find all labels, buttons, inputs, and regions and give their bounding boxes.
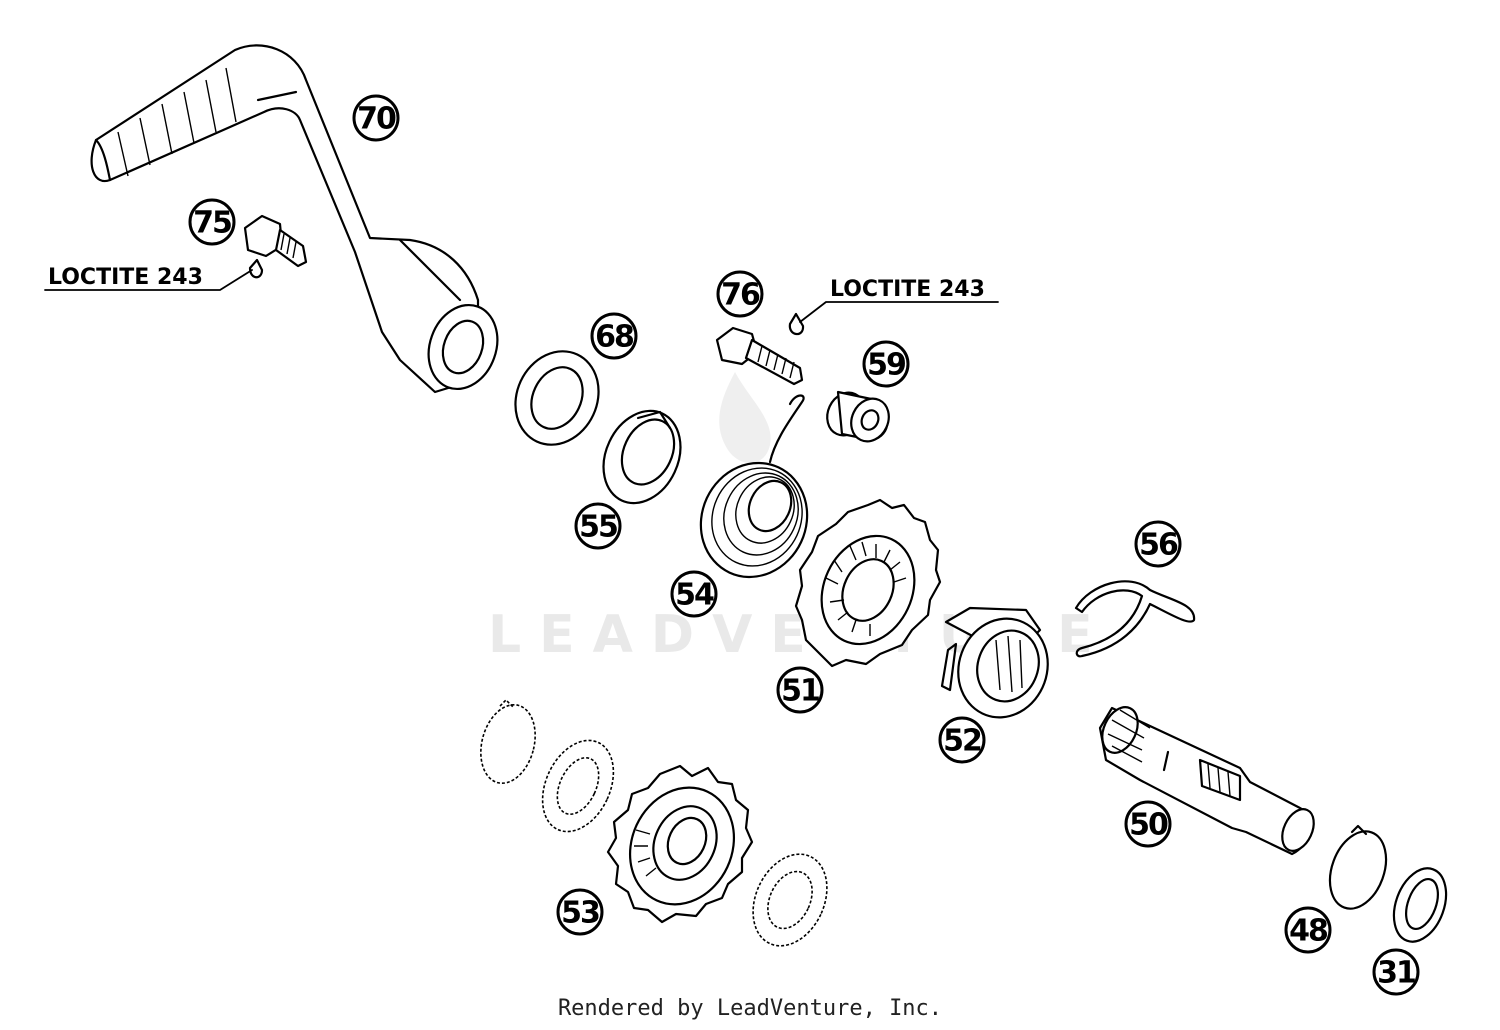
- callout-52[interactable]: 52: [938, 716, 986, 764]
- callout-circle: [574, 502, 622, 550]
- callout-number: 75: [193, 206, 231, 241]
- callout-56[interactable]: 56: [1134, 520, 1182, 568]
- callout-48[interactable]: 48: [1284, 906, 1332, 954]
- callout-circle: [1284, 906, 1332, 954]
- callout-number: 59: [867, 348, 905, 383]
- callout-number: 50: [1129, 808, 1168, 843]
- callout-number: 55: [579, 510, 617, 545]
- callout-circle: [1372, 948, 1420, 996]
- callout-75[interactable]: 75: [188, 198, 236, 246]
- callout-number: 70: [357, 102, 396, 137]
- kickstarter-gear-51[interactable]: [794, 498, 942, 668]
- idler-gear-53[interactable]: [606, 764, 754, 924]
- loctite-note-right: LOCTITE 243: [799, 277, 999, 323]
- callout-number: 31: [1377, 956, 1415, 991]
- callout-circle: [716, 270, 764, 318]
- spacer-55[interactable]: [589, 398, 695, 515]
- callout-number: 56: [1139, 528, 1178, 563]
- callout-51[interactable]: 51: [776, 666, 824, 714]
- callout-circle: [590, 312, 638, 360]
- callout-circle: [188, 198, 236, 246]
- callout-circle: [670, 570, 718, 618]
- circlip-48[interactable]: [1320, 824, 1396, 917]
- callout-70[interactable]: 70: [352, 94, 400, 142]
- callout-circle: [556, 888, 604, 936]
- callout-31[interactable]: 31: [1372, 948, 1420, 996]
- callout-number: 54: [675, 578, 714, 613]
- loctite-note-left: LOCTITE 243: [44, 265, 253, 291]
- washer-dashed-lower[interactable]: [739, 842, 841, 958]
- callout-50[interactable]: 50: [1124, 800, 1172, 848]
- callout-layer: 70 75 68 76 59 55 54 51 56 52 50 53 48 31: [188, 94, 1420, 996]
- callout-number: 52: [943, 724, 981, 759]
- footer-credit: Rendered by LeadVenture, Inc.: [557, 996, 943, 1021]
- callout-53[interactable]: 53: [556, 888, 604, 936]
- callout-circle: [352, 94, 400, 142]
- loctite-label-left: LOCTITE 243: [48, 265, 203, 290]
- callout-circle: [862, 340, 910, 388]
- callout-76[interactable]: 76: [716, 270, 764, 318]
- washer-68[interactable]: [500, 338, 613, 459]
- callout-number: 51: [781, 674, 819, 709]
- circlip-dashed[interactable]: [473, 698, 544, 790]
- callout-54[interactable]: 54: [670, 570, 718, 618]
- loctite-label-right: LOCTITE 243: [830, 277, 985, 302]
- callout-number: 48: [1289, 914, 1328, 949]
- callout-number: 76: [721, 278, 760, 313]
- kickstarter-shaft-50[interactable]: [1095, 701, 1320, 856]
- bolt-75[interactable]: [243, 214, 308, 279]
- washer-31[interactable]: [1384, 861, 1455, 949]
- callout-circle: [1134, 520, 1182, 568]
- washer-dashed-upper[interactable]: [529, 729, 628, 843]
- kickstarter-lever[interactable]: [90, 44, 509, 398]
- bushing-59[interactable]: [820, 386, 895, 447]
- clip-56[interactable]: [1074, 580, 1196, 658]
- callout-number: 53: [561, 896, 599, 931]
- return-spring-54[interactable]: [682, 394, 825, 595]
- callout-59[interactable]: 59: [862, 340, 910, 388]
- callout-circle: [1124, 800, 1172, 848]
- callout-circle: [776, 666, 824, 714]
- callout-68[interactable]: 68: [590, 312, 638, 360]
- callout-55[interactable]: 55: [574, 502, 622, 550]
- callout-circle: [938, 716, 986, 764]
- ratchet-52[interactable]: [940, 606, 1061, 730]
- bolt-76[interactable]: [715, 312, 805, 386]
- callout-number: 68: [595, 320, 634, 355]
